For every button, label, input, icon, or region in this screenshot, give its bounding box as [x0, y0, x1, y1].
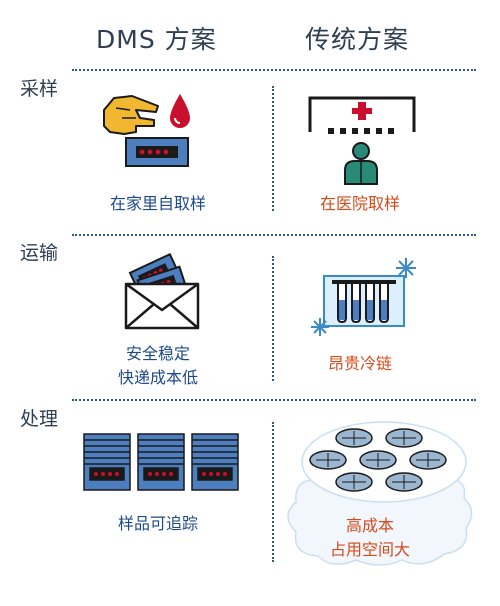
caption-line: 占用空间大 [329, 540, 410, 559]
caption-line: 在医院取样 [319, 194, 400, 213]
caption-line: 在家里自取样 [109, 194, 206, 213]
hand-with-blood-drop-card-icon [103, 94, 190, 167]
hospital-person-icon [308, 96, 416, 185]
row-divider-transport [72, 234, 476, 236]
column-divider-sampling [272, 86, 274, 211]
row-divider-processing [72, 399, 476, 401]
row-label-processing: 处理 [20, 408, 59, 430]
row-label-transport: 运输 [20, 242, 59, 264]
test-tubes-cold-chain-icon [311, 258, 416, 336]
row-label-sampling: 采样 [20, 78, 59, 100]
caption-processing-traditional: 高成本 占用空间大 [310, 514, 430, 562]
column-header-dms: DMS 方案 [96, 25, 217, 54]
card-stacks-icon [83, 433, 239, 491]
caption-line: 高成本 [345, 516, 394, 535]
plate-racks-freezer-icon [287, 421, 473, 566]
caption-transport-dms: 安全稳定 快递成本低 [98, 342, 218, 390]
column-header-traditional: 传统方案 [305, 25, 410, 54]
envelope-with-cards-icon [124, 252, 200, 330]
caption-processing-dms: 样品可追踪 [98, 512, 218, 536]
caption-line: 样品可追踪 [117, 514, 198, 533]
caption-transport-traditional: 昂贵冷链 [300, 352, 420, 376]
row-divider-sampling [72, 69, 476, 71]
column-divider-transport [272, 256, 274, 381]
caption-line: 安全稳定 [125, 344, 190, 363]
column-divider-processing [272, 422, 274, 562]
caption-line: 昂贵冷链 [327, 354, 392, 373]
caption-line: 快递成本低 [117, 368, 198, 387]
caption-sampling-dms: 在家里自取样 [88, 192, 228, 216]
caption-sampling-traditional: 在医院取样 [300, 192, 420, 216]
